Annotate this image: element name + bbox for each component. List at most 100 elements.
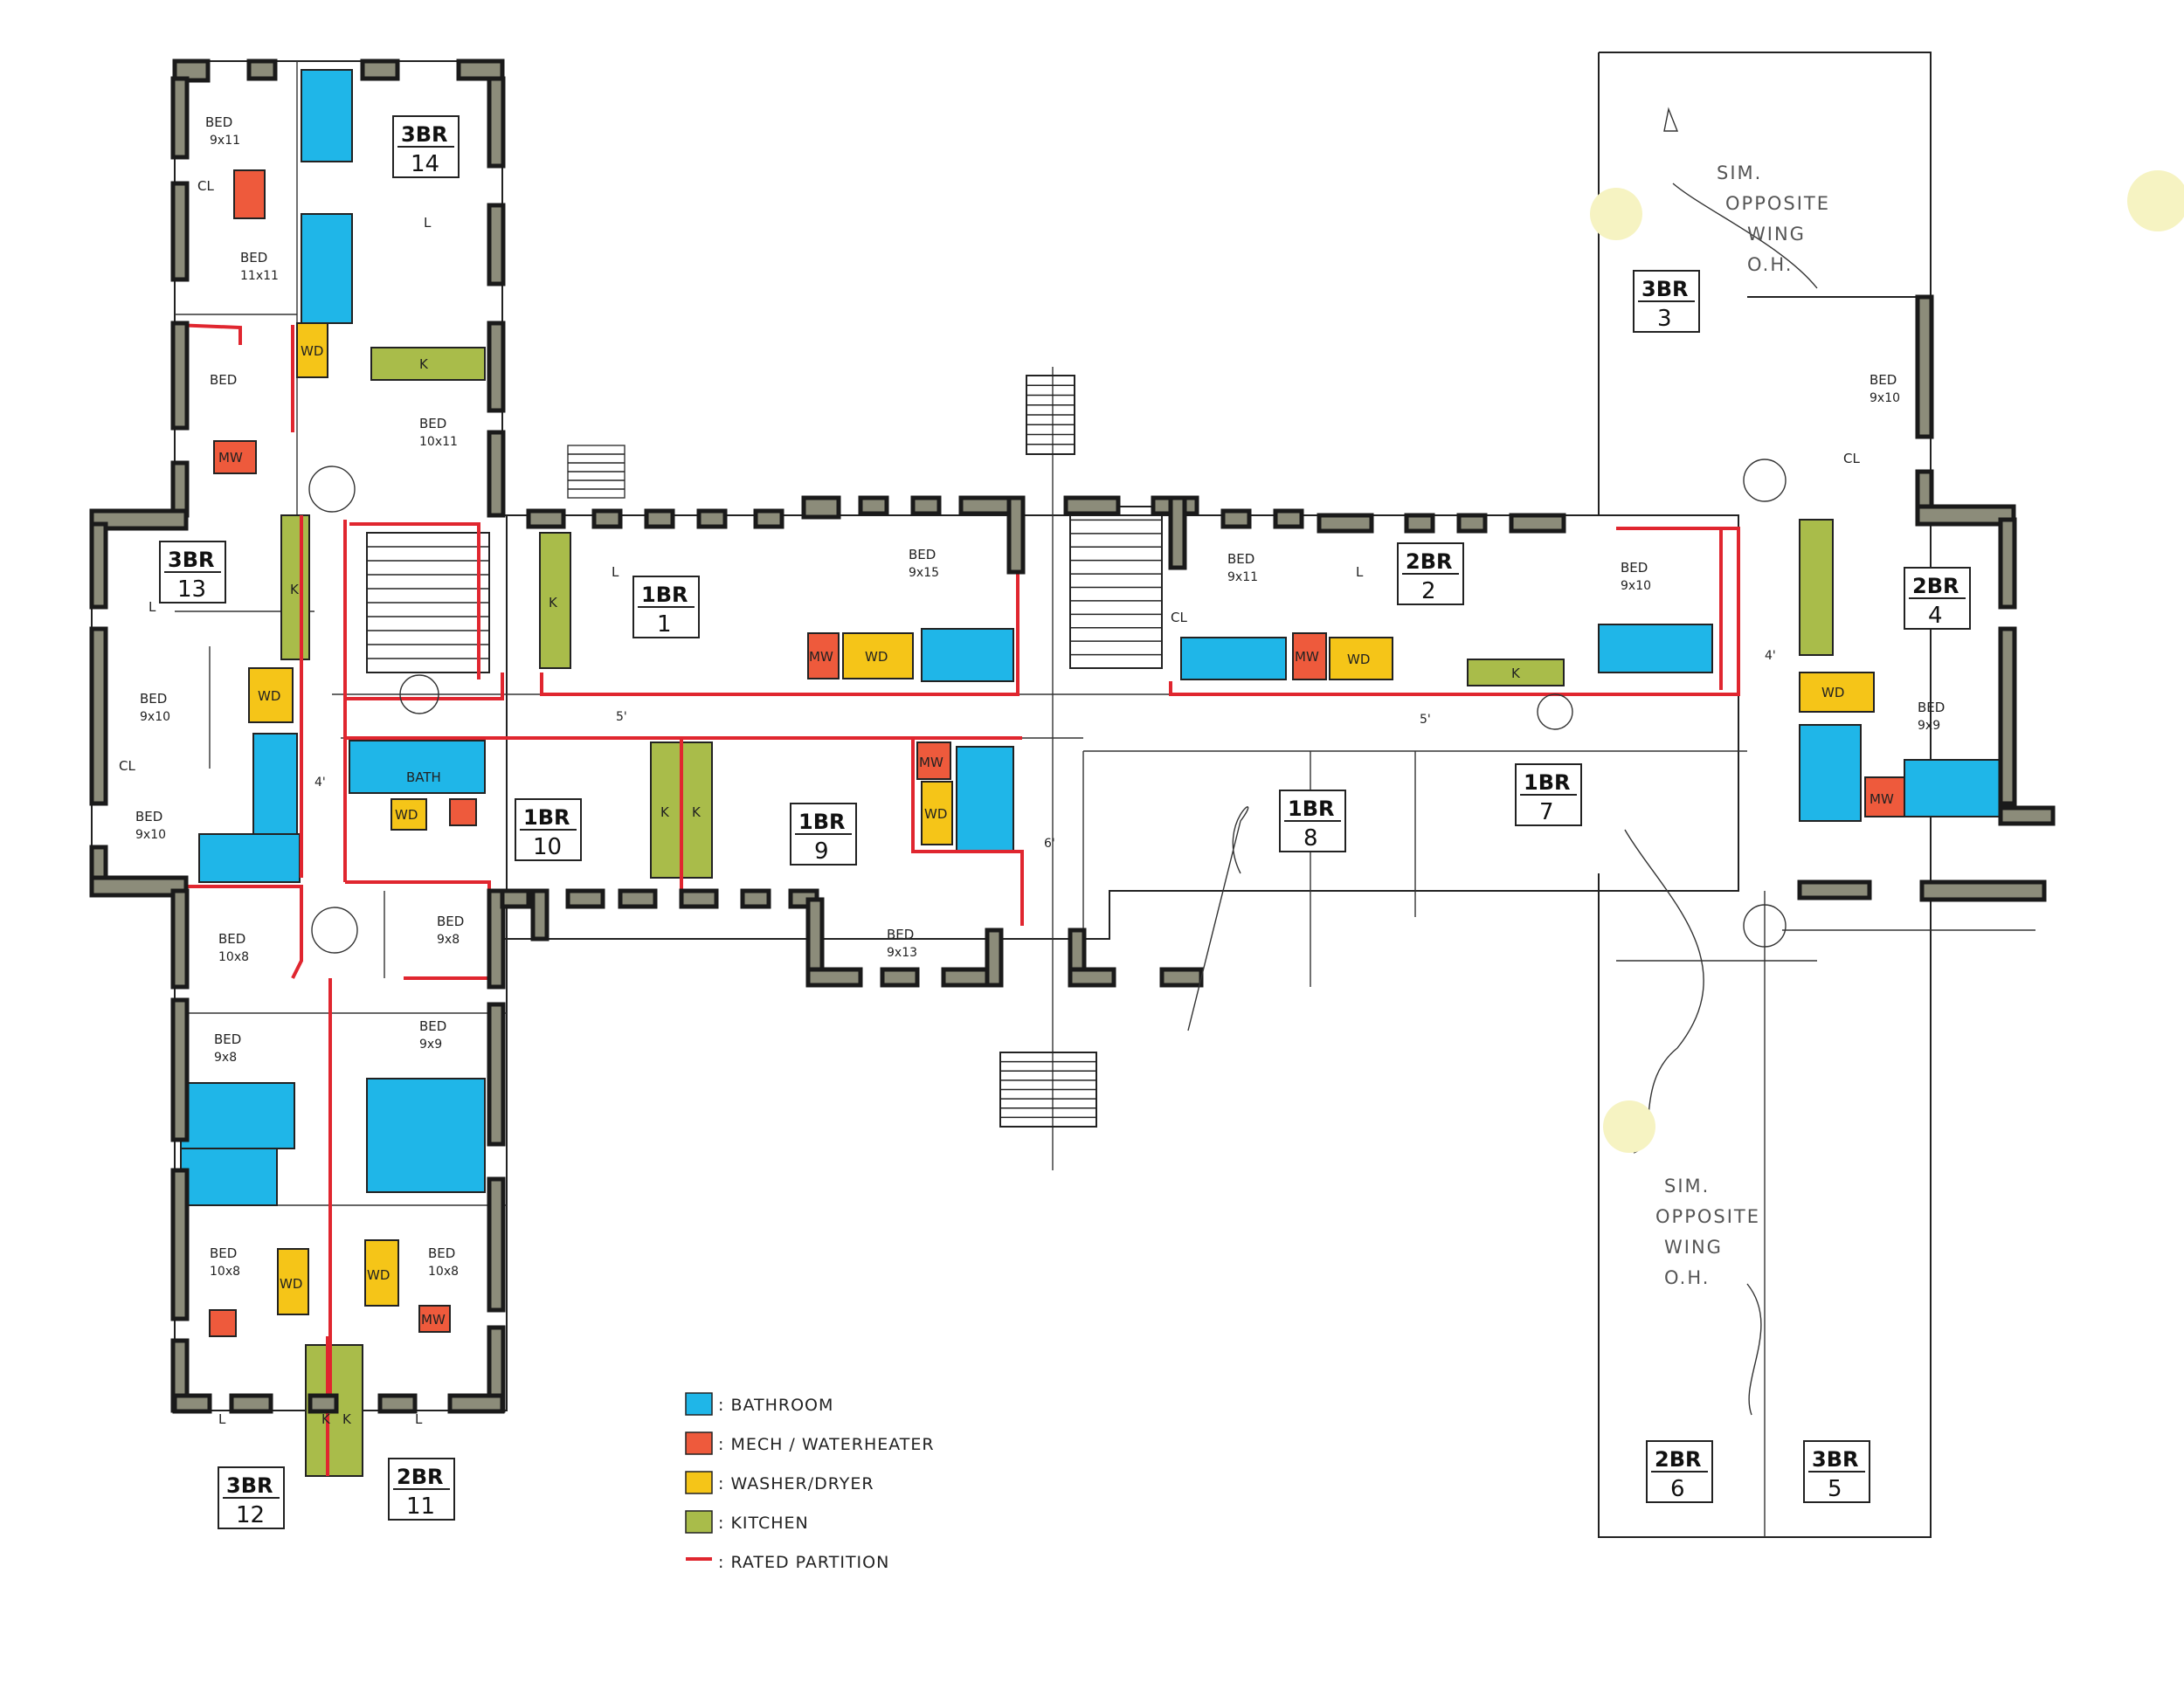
washer-dryer-fills <box>248 322 1875 1315</box>
bed-label: BED <box>240 250 267 266</box>
unit-type: 2BR <box>397 1465 443 1489</box>
bed-size: 9x10 <box>1870 391 1900 405</box>
bed-size: 9x10 <box>140 710 170 724</box>
walls <box>89 59 2056 1414</box>
unit-number: 3 <box>1657 306 1672 332</box>
unit-number: 5 <box>1828 1476 1842 1502</box>
kitchen-fill <box>1799 519 1834 656</box>
legend-label: : BATHROOM <box>718 1396 833 1415</box>
unit-8: 1BR 8 <box>1279 790 1346 852</box>
bed-label: BED <box>1870 372 1897 388</box>
washer-dryer-tag: WD <box>865 649 888 665</box>
kitchen-fill <box>370 347 486 381</box>
kitchen-tag: K <box>321 1411 331 1427</box>
dimension-6ft: 6' <box>1044 837 1055 851</box>
legend-item-washer-dryer: : WASHER/DRYER <box>685 1471 874 1494</box>
bed-label: BED <box>214 1031 241 1047</box>
unit-4: 2BR 4 <box>1904 567 1971 630</box>
washer-dryer-fill <box>921 781 953 845</box>
unit-type: 1BR <box>523 805 570 830</box>
kitchen-tag: K <box>419 356 429 372</box>
dimension-labels: 5' 5' 4' 4' 6' <box>314 649 1776 851</box>
mech-fill <box>916 741 951 780</box>
bed-label: BED <box>210 372 237 388</box>
unit-type: 3BR <box>401 122 447 147</box>
bed-size: 9x11 <box>1227 570 1258 584</box>
rated-partitions <box>174 323 1740 1476</box>
unit-number: 14 <box>411 151 439 177</box>
unit-type: 2BR <box>1912 574 1959 598</box>
dimension-4ft: 4' <box>1765 649 1776 663</box>
bed-label: BED <box>218 931 245 947</box>
bathroom-fill <box>366 1078 486 1193</box>
unit-labels: 3BR 14 3BR 13 1BR 1 2BR 2 1BR 10 <box>159 115 1971 1529</box>
bathroom-fill <box>180 1148 278 1206</box>
kitchen-tag: K <box>342 1411 352 1427</box>
bed-label: BED <box>140 691 167 707</box>
washer-dryer-fill <box>842 632 914 679</box>
dimension-5ft: 5' <box>616 710 627 724</box>
bed-size: 10x8 <box>218 950 249 964</box>
living-tag: L <box>415 1411 423 1427</box>
unit-number: 10 <box>533 834 562 860</box>
bed-size: 10x11 <box>419 435 458 449</box>
bathroom-fill <box>180 1082 295 1149</box>
mech-fill <box>449 798 477 826</box>
fixture-tags: K K K K K K K K WD WD WD WD WD WD WD WD … <box>119 178 1894 1427</box>
bathroom-fill <box>198 833 301 883</box>
unit-number: 11 <box>406 1493 435 1520</box>
bathroom-fill <box>1799 724 1862 822</box>
mech-tag: MW <box>1870 791 1894 807</box>
note-line: SIM. <box>1717 162 1762 183</box>
bed-size: 9x8 <box>214 1051 237 1065</box>
kitchen-fills <box>280 347 1834 1477</box>
bed-size: 11x11 <box>240 269 279 283</box>
mech-fill <box>233 169 266 219</box>
living-tag: L <box>424 215 432 231</box>
unit-6: 2BR 6 <box>1646 1440 1713 1503</box>
legend-item-mech: : MECH / WATERHEATER <box>685 1431 935 1455</box>
bed-size: 9x10 <box>135 828 166 842</box>
bathroom-fill <box>301 213 353 324</box>
bed-label: BED <box>909 547 936 562</box>
kitchen-fill <box>280 514 310 660</box>
legend-swatch <box>685 1471 713 1494</box>
unit-number: 7 <box>1539 799 1554 825</box>
unit-type: 1BR <box>1288 797 1334 821</box>
washer-dryer-tag: WD <box>280 1276 302 1292</box>
note-line: WING <box>1664 1237 1723 1258</box>
bed-label: BED <box>210 1245 237 1261</box>
washer-dryer-fill <box>296 322 328 378</box>
legend: : BATHROOM : MECH / WATERHEATER : WASHER… <box>685 1392 935 1572</box>
unit-type: 1BR <box>1524 770 1570 795</box>
bed-size: 9x11 <box>210 134 240 148</box>
unit-type: 1BR <box>798 810 845 834</box>
unit-number: 6 <box>1670 1476 1685 1502</box>
closet-tag: CL <box>1843 451 1860 466</box>
unit-number: 4 <box>1928 603 1943 629</box>
unit-1: 1BR 1 <box>632 576 700 638</box>
bed-size: 10x8 <box>428 1265 459 1279</box>
unit-7: 1BR 7 <box>1515 763 1582 826</box>
living-tag: L <box>218 1411 226 1427</box>
legend-label: : MECH / WATERHEATER <box>718 1435 935 1454</box>
washer-dryer-tag: WD <box>924 806 947 822</box>
legend-item-kitchen: : KITCHEN <box>685 1510 808 1534</box>
mech-tag: MW <box>421 1312 446 1328</box>
mech-fill <box>807 632 840 679</box>
washer-dryer-tag: WD <box>1347 652 1370 667</box>
mech-fill <box>1292 632 1327 680</box>
closet-tag: CL <box>197 178 214 194</box>
washer-dryer-fill <box>364 1239 399 1307</box>
washer-dryer-fill <box>1329 637 1393 680</box>
bathroom-fill <box>921 628 1014 682</box>
fixtures <box>180 69 2001 1477</box>
unit-13: 3BR 13 <box>159 541 226 604</box>
unit-type: 3BR <box>1812 1447 1858 1472</box>
mech-tag: MW <box>809 649 833 665</box>
washer-dryer-fill <box>390 798 427 831</box>
kitchen-tag: K <box>692 804 702 820</box>
unit-10: 1BR 10 <box>515 798 582 861</box>
bathroom-fill <box>1598 624 1713 673</box>
